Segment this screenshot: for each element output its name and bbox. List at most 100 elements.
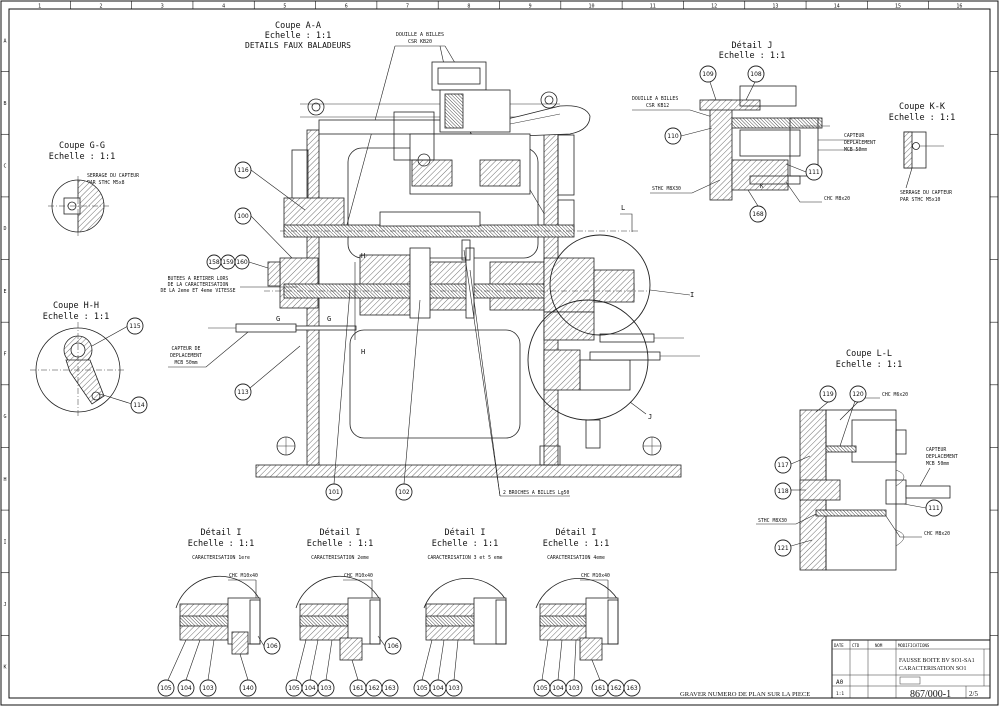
- svg-text:161: 161: [594, 685, 606, 692]
- callout-117: 117: [774, 455, 811, 474]
- section-ll-scale: Echelle : 1:1: [836, 360, 903, 370]
- section-gg-title: Coupe G-G: [59, 141, 105, 151]
- svg-text:120: 120: [852, 391, 864, 398]
- marker-k-j: K: [760, 183, 764, 190]
- svg-text:110: 110: [667, 133, 679, 140]
- section-hh-title: Coupe H-H: [53, 301, 99, 311]
- note-capteur-aa-line3: MCB 50mm: [174, 360, 197, 366]
- svg-text:168: 168: [752, 211, 764, 218]
- frame-zone-top-14: 14: [834, 4, 840, 10]
- svg-text:104: 104: [304, 685, 316, 692]
- detail-i-2-scale: Echelle : 1:1: [307, 539, 374, 549]
- title-block-title-line2: CARACTERISATION SO1: [899, 666, 967, 672]
- svg-text:111: 111: [808, 169, 820, 176]
- note-douille-j-line2: CSR KB12: [646, 103, 669, 109]
- detail-i-3-scale: Echelle : 1:1: [432, 539, 499, 549]
- detail-i-view-4: Détail I Echelle : 1:1 CARACTERISATION 4…: [533, 527, 641, 697]
- note-serrage-gg-line1: SERRAGE DU CAPTEUR: [87, 173, 139, 179]
- section-aa-title: Coupe A-A: [275, 21, 321, 31]
- frame-zone-side-J: J: [3, 602, 6, 608]
- note-sthc-ll: STHC M8X30: [758, 518, 787, 524]
- base-plate: [255, 464, 682, 478]
- svg-text:119: 119: [822, 391, 834, 398]
- detail-i-2-title: Détail I: [320, 527, 361, 538]
- callout-i4-162: 162: [607, 679, 625, 697]
- frame-zone-top-8: 8: [467, 4, 470, 10]
- note-capteur-j-line1: CAPTEUR: [844, 133, 864, 139]
- svg-text:103: 103: [320, 685, 332, 692]
- frame-zone-top-4: 4: [222, 4, 225, 10]
- callout-120: 120: [839, 385, 867, 421]
- note-capteur-ll-line1: CAPTEUR: [926, 447, 946, 453]
- svg-text:162: 162: [368, 685, 380, 692]
- frame-zone-top-15: 15: [895, 4, 901, 10]
- detail-i-4-note: CARACTERISATION 4eme: [547, 555, 605, 561]
- detail-j-view: Détail J Echelle : 1:1 DOUILLE A BILLES …: [632, 40, 876, 223]
- detail-i-view-3: Détail I Echelle : 1:1 CARACTERISATION 3…: [413, 527, 507, 697]
- svg-text:101: 101: [328, 489, 340, 496]
- company-logo: [899, 676, 921, 685]
- section-gg-view: Coupe G-G Echelle : 1:1 SERRAGE DU CAPTE…: [48, 141, 139, 236]
- section-gg-scale: Echelle : 1:1: [49, 152, 116, 162]
- section-kk-view: Coupe K-K Echelle : 1:1 SERRAGE DU CAPTE…: [889, 102, 956, 203]
- detail-i-4-scale: Echelle : 1:1: [543, 539, 610, 549]
- note-douille-aa-line2: CSR KB20: [408, 39, 432, 45]
- note-capteur-aa-line1: CAPTEUR DE: [172, 346, 201, 352]
- note-butees-line3: DE LA 2eme ET 4eme VITESSE: [160, 288, 235, 294]
- detail-i-2-note: CARACTERISATION 2eme: [311, 555, 369, 561]
- note-serrage-kk-line2: PAR STHC M5x10: [900, 197, 941, 203]
- marker-g-right: G: [327, 315, 331, 323]
- svg-text:115: 115: [129, 323, 141, 330]
- svg-text:116: 116: [237, 167, 249, 174]
- svg-text:103: 103: [568, 685, 580, 692]
- detail-j-scale: Echelle : 1:1: [719, 51, 786, 61]
- svg-text:121: 121: [777, 545, 789, 552]
- svg-text:118: 118: [777, 488, 789, 495]
- callout-i2-106: 106: [377, 635, 402, 655]
- detail-i-circle: [549, 234, 651, 336]
- callout-i2-105: 105: [285, 639, 307, 697]
- callout-118: 118: [774, 482, 806, 500]
- note-capteur-j-line2: DEPLACEMENT: [844, 140, 876, 146]
- marker-h-bottom: H: [361, 348, 365, 356]
- note-serrage-gg-line2: PAR STHC M5x8: [87, 180, 125, 186]
- section-aa-view: Coupe A-A Echelle : 1:1 DETAILS FAUX BAL…: [160, 21, 700, 501]
- svg-text:105: 105: [536, 685, 548, 692]
- callout-i4-163: 163: [623, 679, 641, 697]
- callout-102: 102: [395, 299, 421, 501]
- callout-115: 115: [91, 317, 144, 347]
- frame-zone-top-13: 13: [772, 4, 778, 10]
- callout-i1-140: 140: [239, 653, 257, 697]
- detail-i-view-1: Détail I Echelle : 1:1 CARACTERISATION 1…: [157, 527, 281, 697]
- detail-i-1-chc: CHC M10x40: [229, 573, 258, 579]
- svg-text:163: 163: [626, 685, 638, 692]
- frame-zone-side-K: K: [3, 665, 6, 671]
- detail-i-1-title: Détail I: [201, 527, 242, 538]
- callout-i1-104: 104: [177, 639, 201, 697]
- svg-text:160: 160: [236, 259, 248, 266]
- frame-zone-top-1: 1: [38, 4, 41, 10]
- callout-i4-161: 161: [591, 659, 609, 697]
- svg-text:109: 109: [702, 71, 714, 78]
- title-block-scale: 1:1: [836, 691, 844, 697]
- frame-zone-top-5: 5: [283, 4, 286, 10]
- frame-zone-top-7: 7: [406, 4, 409, 10]
- callout-i1-105: 105: [157, 639, 187, 697]
- callout-113: 113: [234, 345, 301, 401]
- title-block-col-nom: NOM: [875, 643, 883, 648]
- callout-i3-105: 105: [413, 639, 433, 697]
- detail-i-4-title: Détail I: [556, 527, 597, 538]
- svg-text:106: 106: [266, 643, 278, 650]
- note-broches: 2 BROCHES A BILLES Lg50: [503, 490, 570, 496]
- marker-j: J: [648, 413, 652, 421]
- frame-zone-side-E: E: [3, 289, 6, 295]
- section-ll-title: Coupe L-L: [846, 349, 892, 359]
- svg-text:104: 104: [432, 685, 444, 692]
- detail-i-3-note: CARACTERISATION 3 et 5 eme: [427, 555, 502, 561]
- section-hh-scale: Echelle : 1:1: [43, 312, 110, 322]
- note-capteur-ll-line2: DEPLACEMENT: [926, 454, 958, 460]
- frame-zone-top-6: 6: [345, 4, 348, 10]
